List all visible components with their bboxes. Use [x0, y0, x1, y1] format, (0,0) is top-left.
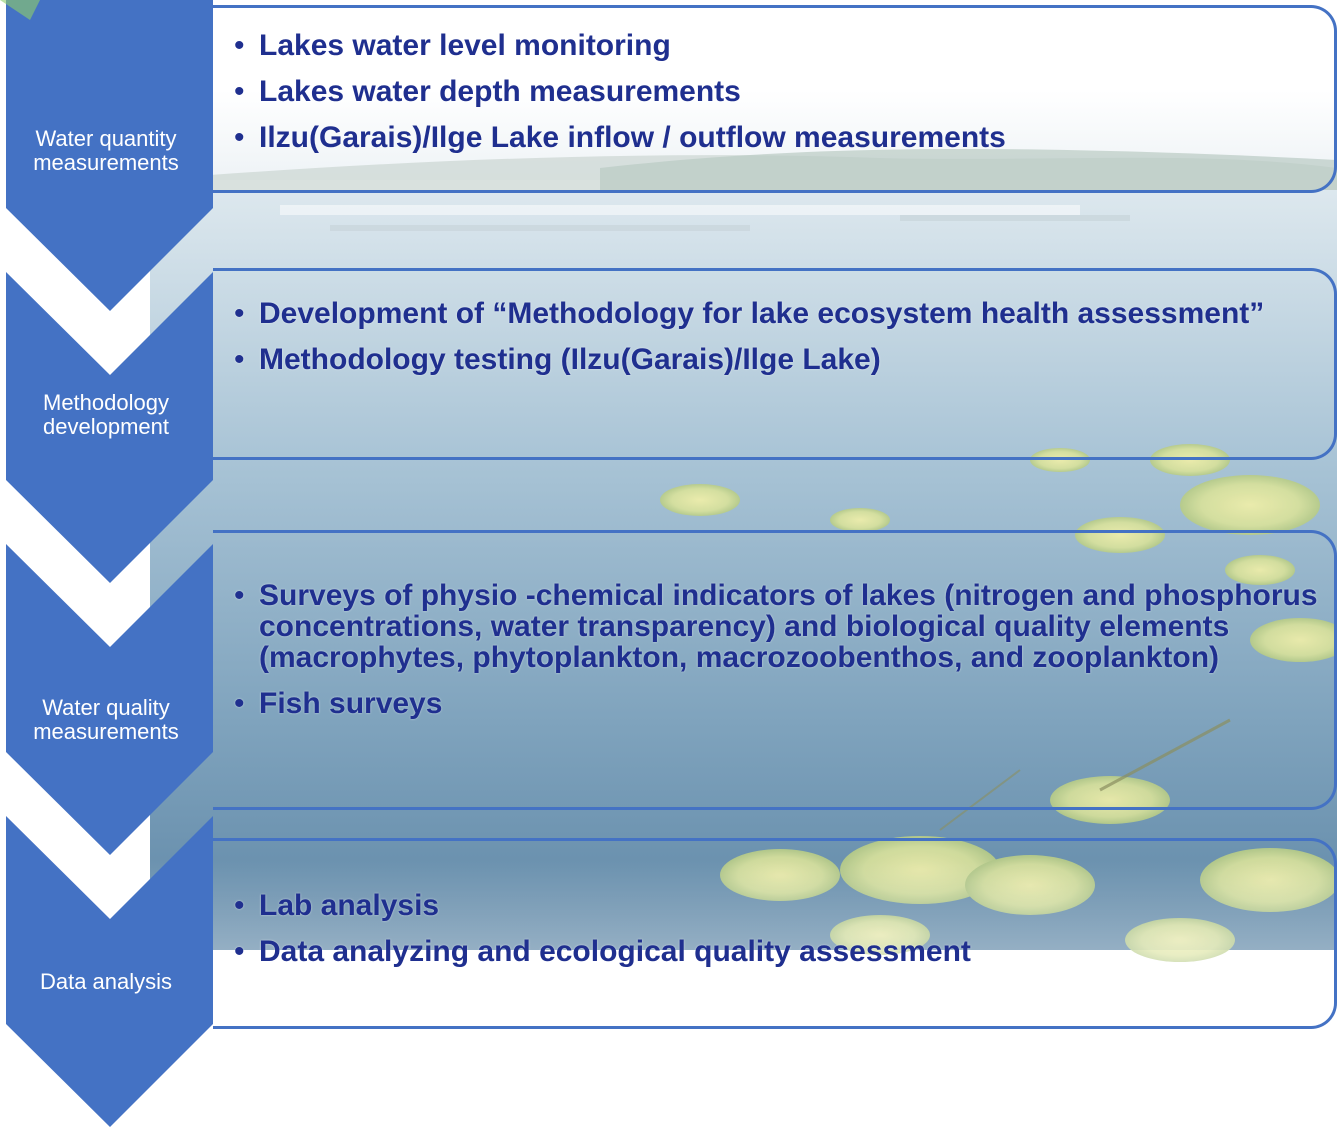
bullet-item: •Methodology testing (Ilzu(Garais)/Ilge …	[234, 343, 881, 376]
stage-label-water-quantity: Water quantity measurements	[33, 126, 179, 175]
top-accent	[0, 0, 40, 20]
bullet-item: •Data analyzing and ecological quality a…	[234, 935, 971, 968]
bullet-list-water-quality: •Surveys of physio -chemical indicators …	[234, 580, 1324, 734]
bullet-list-data-analysis: •Lab analysis •Data analyzing and ecolog…	[234, 890, 1324, 982]
panel-methodology	[213, 268, 1337, 460]
stage-label-data-analysis: Data analysis	[39, 969, 173, 994]
stage-label-methodology: Methodology development	[43, 390, 169, 439]
bullet-item: •Lakes water depth measurements	[234, 75, 741, 108]
bullet-item: •Lab analysis	[234, 889, 440, 922]
bullet-item: •Surveys of physio -chemical indicators …	[234, 579, 1318, 674]
bullet-item: •Development of “Methodology for lake ec…	[234, 297, 1265, 330]
bullet-list-water-quantity: •Lakes water level monitoring •Lakes wat…	[234, 30, 1324, 168]
chevron-data-analysis	[6, 816, 213, 1127]
bullet-list-methodology: •Development of “Methodology for lake ec…	[234, 298, 1324, 390]
stage-label-water-quality: Water quality measurements	[33, 695, 179, 744]
chevron-water-quality	[6, 544, 213, 855]
bullet-item: •Fish surveys	[234, 687, 443, 720]
bullet-item: •Ilzu(Garais)/Ilge Lake inflow / outflow…	[234, 121, 1006, 154]
panel-data-analysis	[213, 838, 1337, 1029]
panel-water-quantity	[213, 5, 1337, 193]
bullet-item: •Lakes water level monitoring	[234, 29, 671, 62]
chevron-methodology	[6, 272, 213, 583]
chevron-water-quantity	[6, 0, 213, 311]
panel-water-quality	[213, 530, 1337, 810]
